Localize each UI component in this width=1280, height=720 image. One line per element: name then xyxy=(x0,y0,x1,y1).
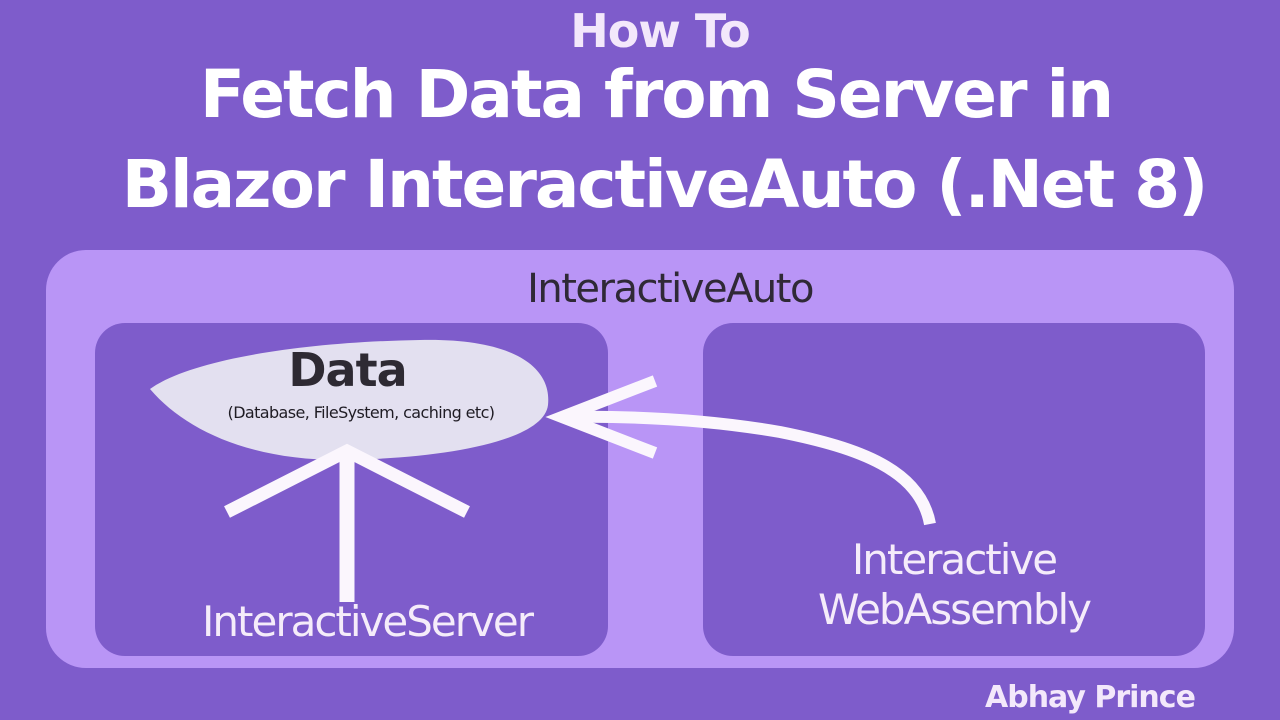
title-line-2: Blazor InteractiveAuto (.Net 8) xyxy=(121,146,1209,223)
interactive-webassembly-label: Interactive WebAssembly xyxy=(703,535,1205,635)
interactive-server-label: InteractiveServer xyxy=(202,597,534,646)
data-blob-shape xyxy=(150,339,549,461)
webassembly-to-data-arrow-icon xyxy=(545,375,936,526)
server-to-data-arrow-icon xyxy=(224,443,470,602)
pretitle: How To xyxy=(570,4,750,58)
interactive-webassembly-panel xyxy=(703,323,1205,656)
data-node-subtitle: (Database, FileSystem, caching etc) xyxy=(227,403,496,422)
author-credit: Abhay Prince xyxy=(985,680,1196,715)
interactive-auto-label: InteractiveAuto xyxy=(527,266,814,312)
webassembly-label-line-2: WebAssembly xyxy=(818,585,1092,634)
webassembly-label-line-1: Interactive xyxy=(851,535,1058,584)
data-node-title: Data xyxy=(288,343,407,397)
title-line-1: Fetch Data from Server in xyxy=(199,56,1114,133)
